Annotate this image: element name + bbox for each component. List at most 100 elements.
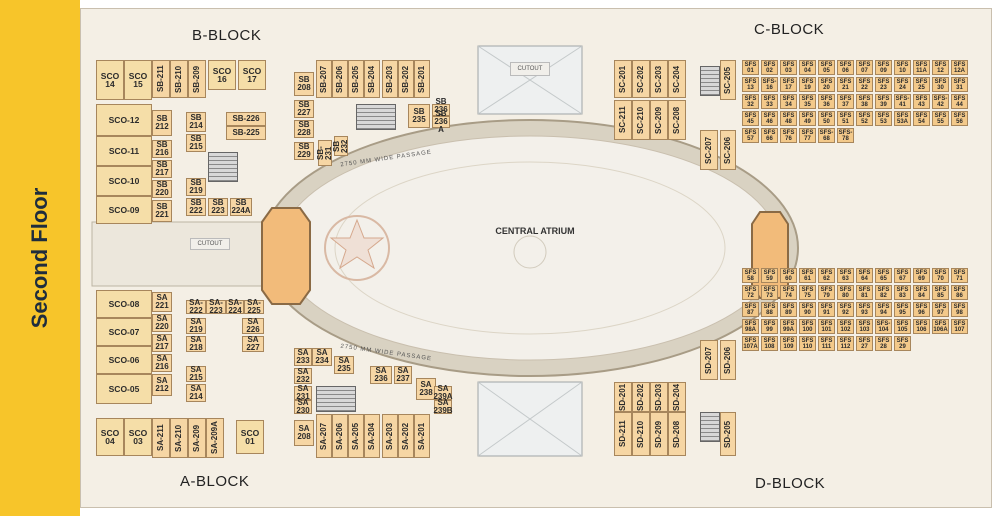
shop-sfs-50[interactable]: SFS 50 <box>818 111 835 126</box>
shop-sco-06[interactable]: SCO-06 <box>96 346 152 374</box>
shop-sfs-01[interactable]: SFS 01 <box>742 60 759 75</box>
shop-sfs-101[interactable]: SFS 101 <box>818 319 835 334</box>
shop-sfs-19[interactable]: SFS 19 <box>799 77 816 92</box>
shop-sfs-36[interactable]: SFS 36 <box>818 94 835 109</box>
shop-sfs-84[interactable]: SFS 84 <box>913 285 930 300</box>
shop-sfs-110[interactable]: SFS 110 <box>799 336 816 351</box>
shop-sa-212[interactable]: SA 212 <box>152 374 172 396</box>
shop-sfs-88[interactable]: SFS 88 <box>761 302 778 317</box>
shop-sfs-99a[interactable]: SFS 99A <box>780 319 797 334</box>
shop-sb-220[interactable]: SB 220 <box>152 180 172 198</box>
shop-sb-215[interactable]: SB 215 <box>186 134 206 152</box>
shop-sfs-55[interactable]: SFS 55 <box>932 111 949 126</box>
shop-sd-204[interactable]: SD-204 <box>668 382 686 412</box>
shop-sfs-24[interactable]: SFS 24 <box>894 77 911 92</box>
shop-sco-04[interactable]: SCO 04 <box>96 418 124 456</box>
shop-sb-202[interactable]: SB-202 <box>398 60 414 98</box>
shop-sfs-81[interactable]: SFS 81 <box>856 285 873 300</box>
shop-sfs-69[interactable]: SFS 69 <box>913 268 930 283</box>
shop-sco-10[interactable]: SCO-10 <box>96 166 152 196</box>
shop-sfs-46[interactable]: SFS 46 <box>761 111 778 126</box>
shop-sfs-45[interactable]: SFS 45 <box>742 111 759 126</box>
shop-sfs-106a[interactable]: SFS 106A <box>932 319 949 334</box>
shop-sfs-83[interactable]: SFS 83 <box>894 285 911 300</box>
shop-sfs-59[interactable]: SFS 59 <box>761 268 778 283</box>
shop-sa-238[interactable]: SA 238 <box>416 378 436 400</box>
shop-sa-224[interactable]: SA-224 <box>226 299 244 315</box>
shop-sb-219[interactable]: SB 219 <box>186 178 206 196</box>
shop-sb-225[interactable]: SB-225 <box>226 126 266 140</box>
shop-sfs-104[interactable]: SFS-104 <box>875 319 892 334</box>
shop-sd-203[interactable]: SD-203 <box>650 382 668 412</box>
shop-sb-209[interactable]: SB-209 <box>188 60 206 98</box>
shop-sco-09[interactable]: SCO-09 <box>96 196 152 224</box>
shop-sa-237[interactable]: SA 237 <box>394 366 412 384</box>
shop-sb-205[interactable]: SB-205 <box>348 60 364 98</box>
shop-sfs-65[interactable]: SFS 65 <box>875 268 892 283</box>
shop-sfs-78[interactable]: SFS-78 <box>837 128 854 143</box>
shop-sco-15[interactable]: SCO 15 <box>124 60 152 100</box>
shop-sfs-48[interactable]: SFS 48 <box>780 111 797 126</box>
shop-sco-17[interactable]: SCO 17 <box>238 60 266 90</box>
shop-sfs-99[interactable]: SFS 99 <box>761 319 778 334</box>
shop-sfs-11a[interactable]: SFS 11A <box>913 60 930 75</box>
shop-sc-203[interactable]: SC-203 <box>650 60 668 98</box>
shop-sfs-98a[interactable]: SFS 98A <box>742 319 759 334</box>
shop-sco-05[interactable]: SCO-05 <box>96 374 152 404</box>
shop-sa-218[interactable]: SA 218 <box>186 336 206 352</box>
shop-sd-206[interactable]: SD-206 <box>720 340 736 380</box>
shop-sfs-92[interactable]: SFS 92 <box>837 302 854 317</box>
shop-sfs-111[interactable]: SFS 111 <box>818 336 835 351</box>
shop-sb-214[interactable]: SB 214 <box>186 112 206 132</box>
shop-sd-210[interactable]: SD-210 <box>632 412 650 456</box>
shop-sc-208[interactable]: SC-208 <box>668 100 686 140</box>
shop-sb-236a[interactable]: SB 236 A <box>432 110 450 134</box>
shop-sb-224a[interactable]: SB 224A <box>230 198 252 216</box>
shop-sfs-33[interactable]: SFS 33 <box>761 94 778 109</box>
shop-sa-231[interactable]: SA 231 <box>294 385 312 401</box>
shop-sfs-05[interactable]: SFS 05 <box>818 60 835 75</box>
shop-sfs-42[interactable]: SFS-42 <box>932 94 949 109</box>
shop-sfs-22[interactable]: SFS 22 <box>856 77 873 92</box>
shop-sfs-31[interactable]: SFS 31 <box>951 77 968 92</box>
shop-sb-232[interactable]: SB 232 <box>332 136 349 156</box>
shop-sfs-109[interactable]: SFS 109 <box>780 336 797 351</box>
shop-sfs-38[interactable]: SFS 38 <box>856 94 873 109</box>
shop-sc-205[interactable]: SC-205 <box>720 60 736 100</box>
shop-sfs-102[interactable]: SFS 102 <box>837 319 854 334</box>
shop-sfs-75[interactable]: SFS 75 <box>799 285 816 300</box>
shop-sfs-86[interactable]: SFS 86 <box>951 285 968 300</box>
shop-sc-206[interactable]: SC-206 <box>720 130 736 170</box>
shop-sfs-61[interactable]: SFS 61 <box>799 268 816 283</box>
shop-sfs-39[interactable]: SFS 39 <box>875 94 892 109</box>
shop-sfs-49[interactable]: SFS 49 <box>799 111 816 126</box>
shop-sco-01[interactable]: SCO 01 <box>236 420 264 454</box>
shop-sd-201[interactable]: SD-201 <box>614 382 632 412</box>
shop-sfs-12[interactable]: SFS 12 <box>932 60 949 75</box>
shop-sfs-108[interactable]: SFS 108 <box>761 336 778 351</box>
shop-sfs-90[interactable]: SFS 90 <box>799 302 816 317</box>
shop-sb-226[interactable]: SB-226 <box>226 112 266 126</box>
shop-sfs-53[interactable]: SFS 53 <box>875 111 892 126</box>
shop-sfs-54[interactable]: SFS 54 <box>913 111 930 126</box>
shop-sd-209[interactable]: SD-209 <box>650 412 668 456</box>
shop-sfs-09[interactable]: SFS 09 <box>875 60 892 75</box>
shop-sfs-105[interactable]: SFS 105 <box>894 319 911 334</box>
shop-sfs-32[interactable]: SFS 32 <box>742 94 759 109</box>
shop-sa-203[interactable]: SA-203 <box>382 414 398 458</box>
shop-sfs-52[interactable]: SFS 52 <box>856 111 873 126</box>
shop-sa-202[interactable]: SA-202 <box>398 414 414 458</box>
shop-sfs-44[interactable]: SFS 44 <box>951 94 968 109</box>
shop-sa-235[interactable]: SA 235 <box>334 356 354 374</box>
shop-sa-205[interactable]: SA-205 <box>348 414 364 458</box>
shop-sfs-13[interactable]: SFS 13 <box>742 77 759 92</box>
shop-sfs-107a[interactable]: SFS 107A <box>742 336 759 351</box>
shop-sa-204[interactable]: SA-204 <box>364 414 380 458</box>
shop-sd-205[interactable]: SD-205 <box>720 412 736 456</box>
shop-sfs-80[interactable]: SFS 80 <box>837 285 854 300</box>
shop-sb-217[interactable]: SB 217 <box>152 160 172 178</box>
shop-sc-211[interactable]: SC-211 <box>614 100 632 140</box>
shop-sb-231[interactable]: SB-231 <box>316 140 333 166</box>
shop-sfs-96[interactable]: SFS 96 <box>913 302 930 317</box>
shop-sfs-106[interactable]: SFS 106 <box>913 319 930 334</box>
